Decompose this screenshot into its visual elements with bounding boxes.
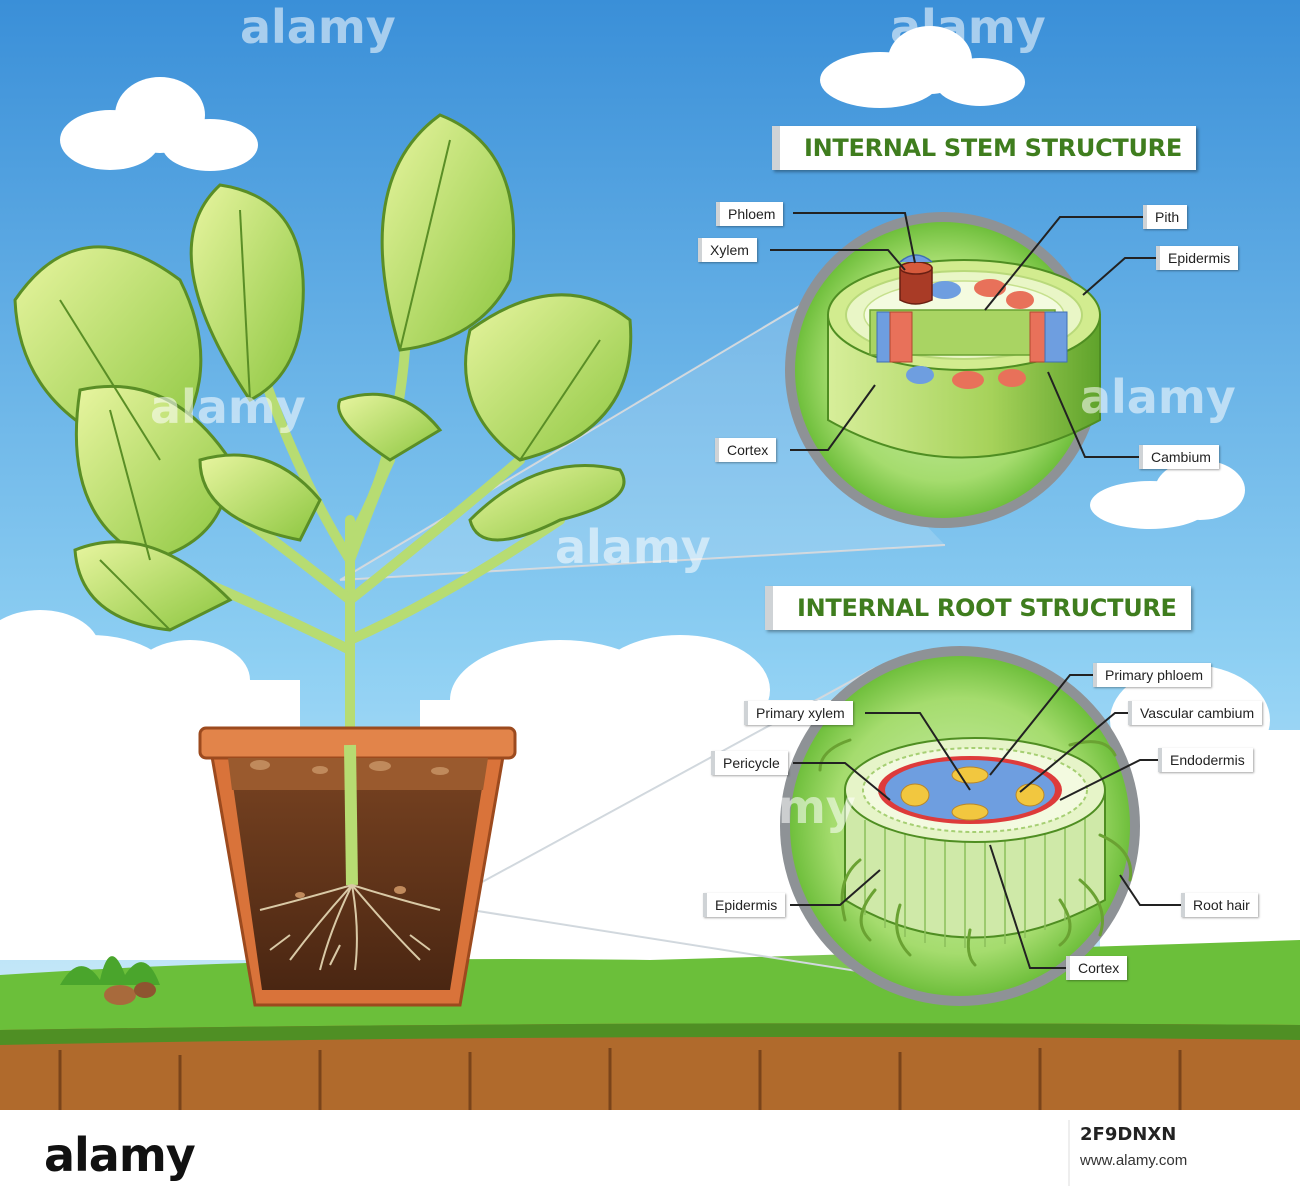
label-pith: Pith (1143, 205, 1188, 229)
label-epidermis-stem: Epidermis (1156, 246, 1239, 270)
stem-leader-lines (770, 212, 1175, 458)
footer-url[interactable]: www.alamy.com (1080, 1152, 1188, 1169)
watermark: alamy (700, 780, 856, 834)
roots (259, 884, 441, 971)
watermark: alamy (555, 520, 711, 574)
soil-pebbles (250, 760, 449, 898)
label-primary-xylem: Primary xylem (744, 701, 853, 725)
soil-cliff (0, 1023, 1300, 1110)
cloud (820, 26, 1025, 108)
primary-xylem-arms (900, 766, 1045, 821)
label-root-hair: Root hair (1181, 893, 1258, 917)
plant (13, 113, 633, 740)
root-title: INTERNAL ROOT STRUCTURE (765, 586, 1191, 630)
footer-logo: alamy (44, 1128, 196, 1182)
main-stem (344, 744, 358, 886)
footer-divider (1068, 1120, 1270, 1186)
illustration (0, 0, 1300, 1110)
watermark: alamy (890, 0, 1046, 54)
image-id: 2F9DNXN (1080, 1124, 1177, 1145)
grass-edge (0, 1023, 1300, 1045)
label-epidermis-root: Epidermis (703, 893, 786, 917)
label-vascular-cambium: Vascular cambium (1128, 701, 1263, 725)
leaf (337, 392, 443, 462)
leaf (73, 540, 233, 632)
label-cambium: Cambium (1139, 445, 1219, 469)
root-lens (780, 646, 1140, 1006)
label-cortex-stem: Cortex (715, 438, 777, 462)
root-cortex-lines (864, 818, 1086, 948)
bush (60, 956, 160, 1005)
label-cortex-root: Cortex (1066, 956, 1128, 980)
leaf (198, 453, 322, 542)
label-xylem: Xylem (698, 238, 757, 262)
stem-lens (785, 212, 1101, 528)
label-endodermis: Endodermis (1158, 748, 1253, 772)
cliff-texture (58, 1048, 1182, 1110)
label-primary-phloem: Primary phloem (1093, 663, 1212, 687)
flower-pot (198, 726, 517, 1007)
leaf (464, 293, 633, 462)
stem-title: INTERNAL STEM STRUCTURE (772, 126, 1196, 170)
highlighted-bundle (899, 254, 933, 305)
watermark: alamy (240, 0, 396, 54)
root-hairs (818, 738, 1133, 967)
leaf (189, 183, 305, 402)
footer: alamy 2F9DNXN www.alamy.com (0, 1110, 1300, 1200)
label-phloem: Phloem (716, 202, 784, 226)
leaf-veins (59, 139, 601, 631)
vascular-bundles (876, 279, 1068, 389)
watermark: alamy (150, 380, 306, 434)
watermark: alamy (1080, 370, 1236, 424)
cloud (60, 77, 258, 171)
label-pericycle: Pericycle (711, 751, 788, 775)
cloud (1090, 460, 1245, 529)
leaf (468, 464, 626, 542)
